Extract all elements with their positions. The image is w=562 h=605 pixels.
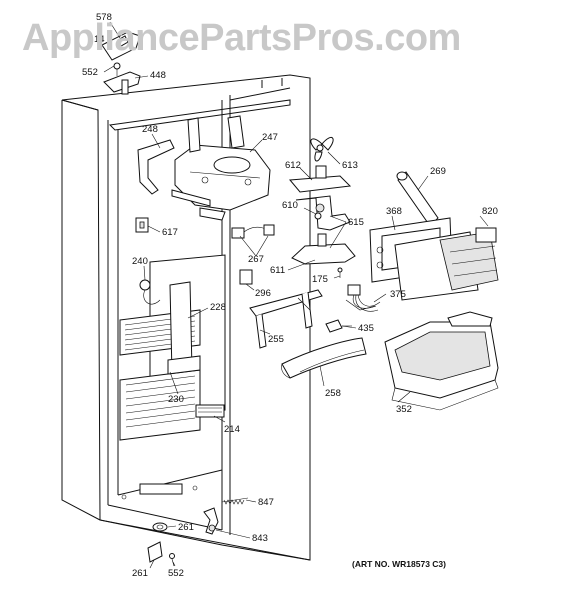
label-612: 612 bbox=[285, 160, 301, 171]
label-255: 255 bbox=[268, 334, 284, 345]
label-214: 214 bbox=[224, 424, 240, 435]
part-296 bbox=[239, 269, 253, 285]
label-375: 375 bbox=[390, 289, 406, 300]
connector-435 bbox=[325, 319, 352, 333]
label-269: 269 bbox=[430, 166, 446, 177]
ice-bucket bbox=[384, 311, 499, 411]
label-14: 14 bbox=[94, 34, 105, 45]
label-578: 578 bbox=[96, 12, 112, 23]
label-230: 230 bbox=[168, 394, 184, 405]
spring-847 bbox=[221, 497, 249, 505]
fan-motor-bracket bbox=[288, 165, 352, 231]
label-615: 615 bbox=[348, 217, 364, 228]
label-617: 617 bbox=[162, 227, 178, 238]
label-261-hinge: 261 bbox=[132, 568, 148, 579]
mounting-bracket bbox=[249, 289, 323, 349]
label-247: 247 bbox=[262, 132, 278, 143]
label-448: 448 bbox=[150, 70, 166, 81]
label-228: 228 bbox=[210, 302, 226, 313]
fill-tube bbox=[396, 171, 439, 227]
label-552-top: 552 bbox=[82, 67, 98, 78]
label-240: 240 bbox=[132, 256, 148, 267]
label-248: 248 bbox=[142, 124, 158, 135]
label-552-bottom: 552 bbox=[168, 568, 184, 579]
icemaker-assembly bbox=[369, 217, 499, 301]
art-number: (ART NO. WR18573 C3) bbox=[352, 559, 446, 569]
label-175: 175 bbox=[312, 274, 328, 285]
switch-617 bbox=[135, 217, 149, 233]
bottom-hinge bbox=[147, 541, 175, 567]
label-435: 435 bbox=[358, 323, 374, 334]
top-hinge bbox=[101, 31, 141, 95]
label-352: 352 bbox=[396, 404, 412, 415]
label-261-washer: 261 bbox=[178, 522, 194, 533]
leader-lines bbox=[103, 21, 489, 569]
hinge-bracket-843 bbox=[203, 507, 219, 535]
label-613: 613 bbox=[342, 160, 358, 171]
label-820: 820 bbox=[482, 206, 498, 217]
callout-labels: 578 14 552 448 248 247 612 613 269 610 6… bbox=[82, 12, 498, 579]
label-368: 368 bbox=[386, 206, 402, 217]
evaporator-panel bbox=[119, 254, 226, 441]
label-611: 611 bbox=[270, 265, 285, 276]
evaporator-fan-housing bbox=[137, 115, 271, 221]
fan-blade bbox=[310, 136, 334, 162]
label-843: 843 bbox=[252, 533, 268, 544]
ice-chute-cover bbox=[281, 337, 367, 379]
label-258: 258 bbox=[325, 388, 341, 399]
label-610: 610 bbox=[282, 200, 298, 211]
label-267: 267 bbox=[248, 254, 264, 265]
harness-267 bbox=[231, 224, 275, 239]
icemaker-bracket bbox=[291, 233, 356, 278]
washer-261 bbox=[152, 522, 168, 532]
wire-harness bbox=[345, 284, 381, 312]
label-296: 296 bbox=[255, 288, 271, 299]
label-847: 847 bbox=[258, 497, 274, 508]
watermark-logo: AppliancePartsPros.com bbox=[22, 17, 461, 59]
